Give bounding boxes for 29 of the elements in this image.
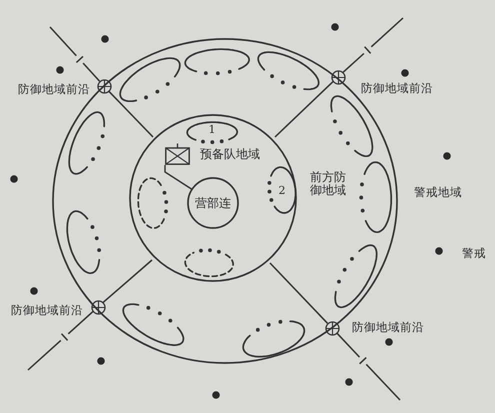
- position-ellipse: [329, 94, 375, 158]
- position-ellipse: [358, 160, 394, 234]
- area-label: 警戒地域: [414, 185, 462, 199]
- position-ellipse: [333, 242, 379, 310]
- position-ellipse: [64, 208, 102, 276]
- center-circle: [187, 177, 239, 229]
- area-label: 前方防御地域: [310, 171, 347, 197]
- dashed-position-ellipse: [136, 176, 168, 230]
- position-ellipse: [120, 302, 186, 348]
- dashed-position-ellipse: [182, 248, 236, 278]
- crossed-box-icon: [165, 143, 190, 165]
- front-edge-label: 防御地域前沿: [11, 303, 83, 317]
- position-ellipse: [182, 46, 252, 76]
- position-ellipse: [266, 164, 298, 216]
- area-label: 警戒: [462, 246, 486, 260]
- inner-circle: [129, 114, 297, 282]
- position-number: 1: [208, 122, 216, 137]
- area-label: 预备队地域: [200, 147, 260, 161]
- position-ellipse: [67, 110, 107, 176]
- connector-line: [164, 165, 192, 190]
- position-ellipse: [256, 50, 320, 92]
- position-number: 2: [278, 184, 286, 198]
- unit-label: 营部连: [195, 196, 231, 210]
- position-ellipse: [118, 56, 182, 104]
- front-edge-label: 防御地域前沿: [352, 320, 424, 334]
- front-edge-label: 防御地域前沿: [18, 82, 90, 96]
- position-ellipse: [184, 120, 240, 144]
- front-edge-label: 防御地域前沿: [361, 81, 433, 95]
- position-ellipse: [241, 319, 307, 359]
